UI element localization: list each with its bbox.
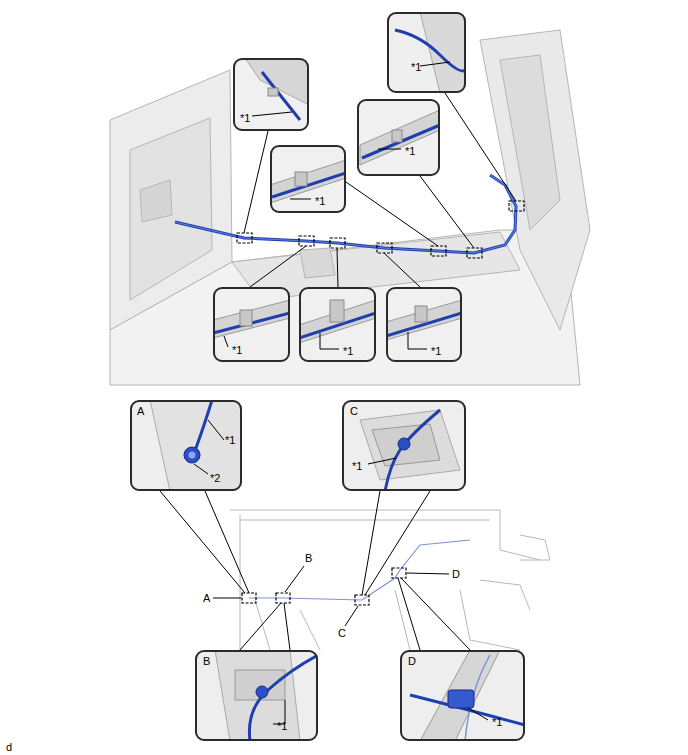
location-letter: D — [452, 568, 460, 580]
location-letter: B — [305, 552, 312, 564]
detail-inset: *1 — [357, 99, 440, 176]
figure-id: d — [6, 741, 12, 753]
detail-inset: B *1 — [195, 650, 318, 741]
callout-number: *2 — [210, 472, 220, 484]
detail-inset: D *1 — [400, 650, 525, 741]
callout-number: *1 — [277, 720, 287, 732]
detail-inset: A *1 *2 — [130, 400, 242, 491]
detail-inset: *1 — [233, 58, 309, 131]
callout-number: *1 — [352, 460, 362, 472]
location-letter: A — [203, 592, 210, 604]
detail-inset: *1 — [386, 287, 462, 362]
detail-inset: *1 — [213, 287, 290, 362]
callout-number: *1 — [315, 195, 325, 207]
callout-number: *1 — [431, 345, 441, 357]
view-letter: A — [137, 405, 144, 417]
detail-inset: *1 — [387, 12, 466, 93]
callout-number: *1 — [225, 434, 235, 446]
detail-inset: C *1 — [342, 400, 466, 491]
view-letter: C — [350, 405, 358, 417]
callout-number: *1 — [492, 716, 502, 728]
callout-number: *1 — [405, 145, 415, 157]
callout-number: *1 — [240, 112, 250, 124]
callout-number: *1 — [411, 61, 421, 73]
callout-number: *1 — [232, 344, 242, 356]
view-letter: D — [408, 655, 416, 667]
callout-number: *1 — [343, 345, 353, 357]
detail-inset: *1 — [270, 145, 346, 213]
view-letter: B — [203, 655, 210, 667]
detail-inset: *1 — [299, 287, 376, 362]
location-letter: C — [338, 627, 346, 639]
